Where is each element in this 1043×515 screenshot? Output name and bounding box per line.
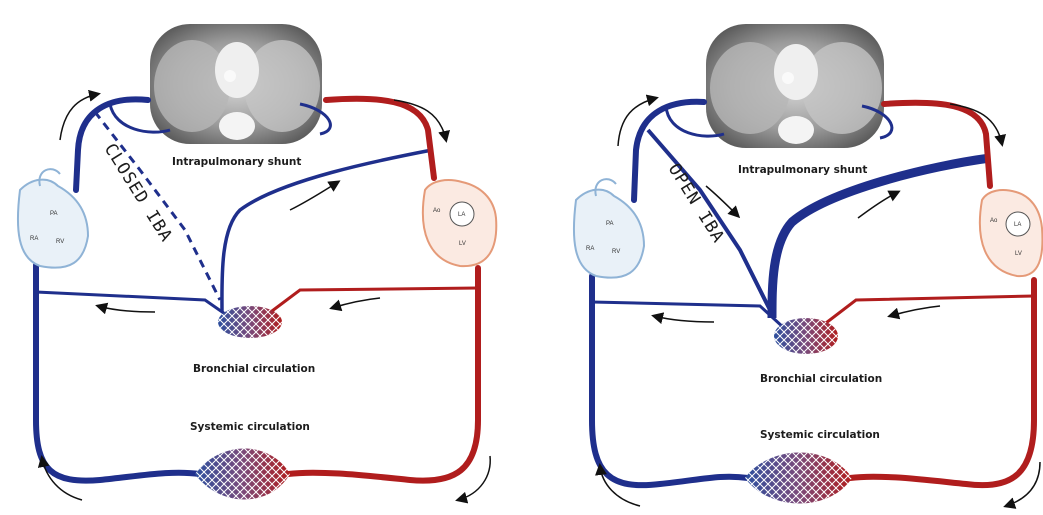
flow-arrow xyxy=(890,306,940,316)
flow-arrow xyxy=(332,298,380,308)
flow-arrow xyxy=(458,456,490,500)
arterial-vessel xyxy=(822,296,1034,326)
pa-label: PA xyxy=(50,211,58,217)
systemic-capillary-bed xyxy=(195,449,290,500)
systemic-circulation-label: Systemic circulation xyxy=(190,421,310,433)
arterial-vessel xyxy=(326,99,434,178)
lv-label: LV xyxy=(459,241,466,247)
flow-arrow xyxy=(858,192,898,218)
venous-vessel xyxy=(592,276,748,485)
la-label: LA xyxy=(458,212,465,218)
ct-scan-image xyxy=(150,24,322,144)
arterial-vessel xyxy=(268,288,478,314)
left-heart: Ao LA LV xyxy=(980,190,1043,276)
venous-vessel xyxy=(592,302,784,328)
open-iba-label: OPEN IBA xyxy=(664,160,729,247)
rv-label: RV xyxy=(612,249,620,255)
bronchial-circulation-label: Bronchial circulation xyxy=(193,363,315,375)
left-heart: Ao LA LV xyxy=(423,180,496,266)
flow-arrow xyxy=(290,182,338,210)
bronchial-circulation-label: Bronchial circulation xyxy=(760,373,882,385)
left-panel: PA RA RV Ao LA LV Intrap xyxy=(18,24,496,500)
intrapulmonary-shunt-label: Intrapulmonary shunt xyxy=(738,164,867,176)
systemic-circulation-label: Systemic circulation xyxy=(760,429,880,441)
ao-label: Ao xyxy=(990,218,998,224)
venous-vessel xyxy=(36,292,228,316)
closed-iba-label: CLOSED IBA xyxy=(100,140,177,246)
bronchial-capillary xyxy=(774,318,838,354)
flow-arrow xyxy=(98,306,155,312)
right-panel: PA RA RV Ao LA LV I xyxy=(574,24,1043,506)
lv-label: LV xyxy=(1015,251,1022,257)
ao-label: Ao xyxy=(433,208,441,214)
ct-scan-image xyxy=(706,24,884,148)
systemic-capillary-bed xyxy=(745,453,852,504)
ra-label: RA xyxy=(30,236,38,242)
ra-label: RA xyxy=(586,246,594,252)
bronchial-vein xyxy=(772,158,990,318)
arterial-vessel xyxy=(288,268,478,481)
bronchial-capillary xyxy=(218,306,282,338)
rv-label: RV xyxy=(56,239,64,245)
la-label: LA xyxy=(1014,222,1021,228)
flow-arrow xyxy=(654,316,714,322)
pa-label: PA xyxy=(606,221,614,227)
intrapulmonary-shunt-label: Intrapulmonary shunt xyxy=(172,156,301,168)
